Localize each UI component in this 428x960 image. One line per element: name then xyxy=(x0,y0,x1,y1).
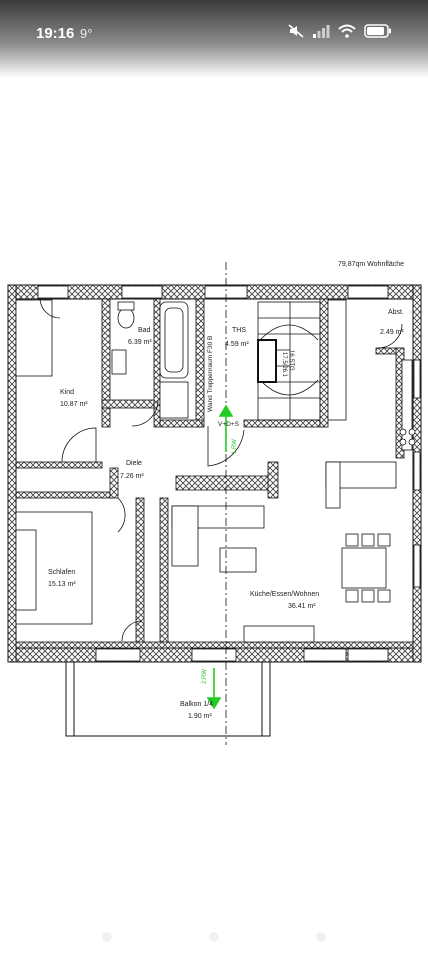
windows-right xyxy=(413,359,421,588)
stair-dims-label: 17.5/26.1 xyxy=(281,352,287,378)
mute-icon xyxy=(288,24,304,38)
balcony xyxy=(65,661,271,737)
windows-top xyxy=(37,285,389,299)
room-kind-area: 10.87 m² xyxy=(60,401,88,408)
room-balkon-area: 1.90 m² xyxy=(188,713,212,720)
room-balkon-name: Balkon 1/4 xyxy=(180,701,213,708)
room-kueche-area: 36.41 m² xyxy=(288,603,316,610)
room-diele-area: 7.26 m² xyxy=(120,473,144,480)
escape-route-1-label: 1.RW xyxy=(232,439,238,454)
nav-back-button[interactable] xyxy=(102,932,112,942)
room-bad-name: Bad xyxy=(138,327,151,334)
stairwell xyxy=(257,301,321,421)
room-kind-name: Kind xyxy=(60,389,74,396)
furniture-beds xyxy=(15,299,93,625)
room-ths-name: THS xyxy=(232,327,246,334)
doors xyxy=(39,297,403,642)
room-kueche-name: Küche/Essen/Wohnen xyxy=(250,591,319,598)
escape-route-2-label: 2.RW xyxy=(202,669,208,684)
furniture-living xyxy=(171,299,416,643)
total-area-label: 79,87qm Wohnfläche xyxy=(338,261,404,268)
wifi-icon xyxy=(338,24,356,38)
status-time: 19:16 xyxy=(36,25,75,42)
room-schlafen-name: Schlafen xyxy=(48,569,75,576)
room-ths-area: 4.59 m² xyxy=(225,341,249,348)
status-temperature: 9° xyxy=(80,26,93,41)
signal-icon xyxy=(313,25,330,38)
status-bar: 19:16 9° xyxy=(0,0,428,78)
bathroom-fixtures xyxy=(111,301,189,419)
room-abst-name: Abst. xyxy=(388,309,404,316)
status-icons xyxy=(288,24,392,38)
floor-plan: 79,87qm Wohnfläche Bad 6.39 m² THS 4.59 … xyxy=(7,261,422,745)
battery-icon xyxy=(364,24,391,38)
room-bad-area: 6.39 m² xyxy=(128,339,152,346)
nav-home-button[interactable] xyxy=(209,932,219,942)
stair-steps-label: 16 STG xyxy=(288,350,294,371)
wall-label: Wand Treppenraum F30 B xyxy=(207,336,214,412)
room-diele-name: Diele xyxy=(126,460,142,467)
vds-label: V+D+S xyxy=(218,421,240,428)
windows-bottom xyxy=(95,648,389,662)
room-abst-area: 2.49 m² xyxy=(380,329,404,336)
escape-route-arrows xyxy=(206,404,234,710)
nav-recents-button[interactable] xyxy=(316,932,326,942)
room-schlafen-area: 15.13 m² xyxy=(48,581,76,588)
